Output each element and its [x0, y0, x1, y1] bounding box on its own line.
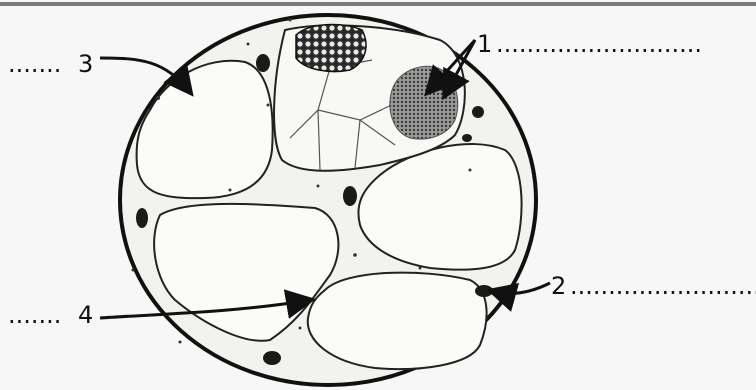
label-1-number: 1 — [477, 30, 492, 58]
cell-upper-left — [137, 61, 273, 198]
label-2: 2 ........................... — [492, 272, 756, 300]
dark-body — [263, 351, 281, 365]
dark-body — [462, 134, 472, 142]
dark-body — [475, 285, 493, 297]
label-3-blank: ....... — [8, 50, 61, 78]
dense-region — [390, 66, 458, 139]
dark-body — [136, 208, 148, 228]
dark-body — [472, 106, 484, 118]
label-4-blank: ....... — [8, 301, 61, 329]
label-4-number: 4 — [78, 301, 93, 329]
label-1-blank: ........................... — [496, 30, 702, 58]
label-3-number: 3 — [78, 50, 93, 78]
dotted-region — [296, 25, 366, 72]
cell-lower-center — [308, 273, 487, 370]
label-2-blank: ........................... — [570, 272, 756, 300]
dark-body — [343, 186, 357, 206]
label-2-number: 2 — [551, 272, 566, 300]
dark-body — [256, 54, 270, 72]
